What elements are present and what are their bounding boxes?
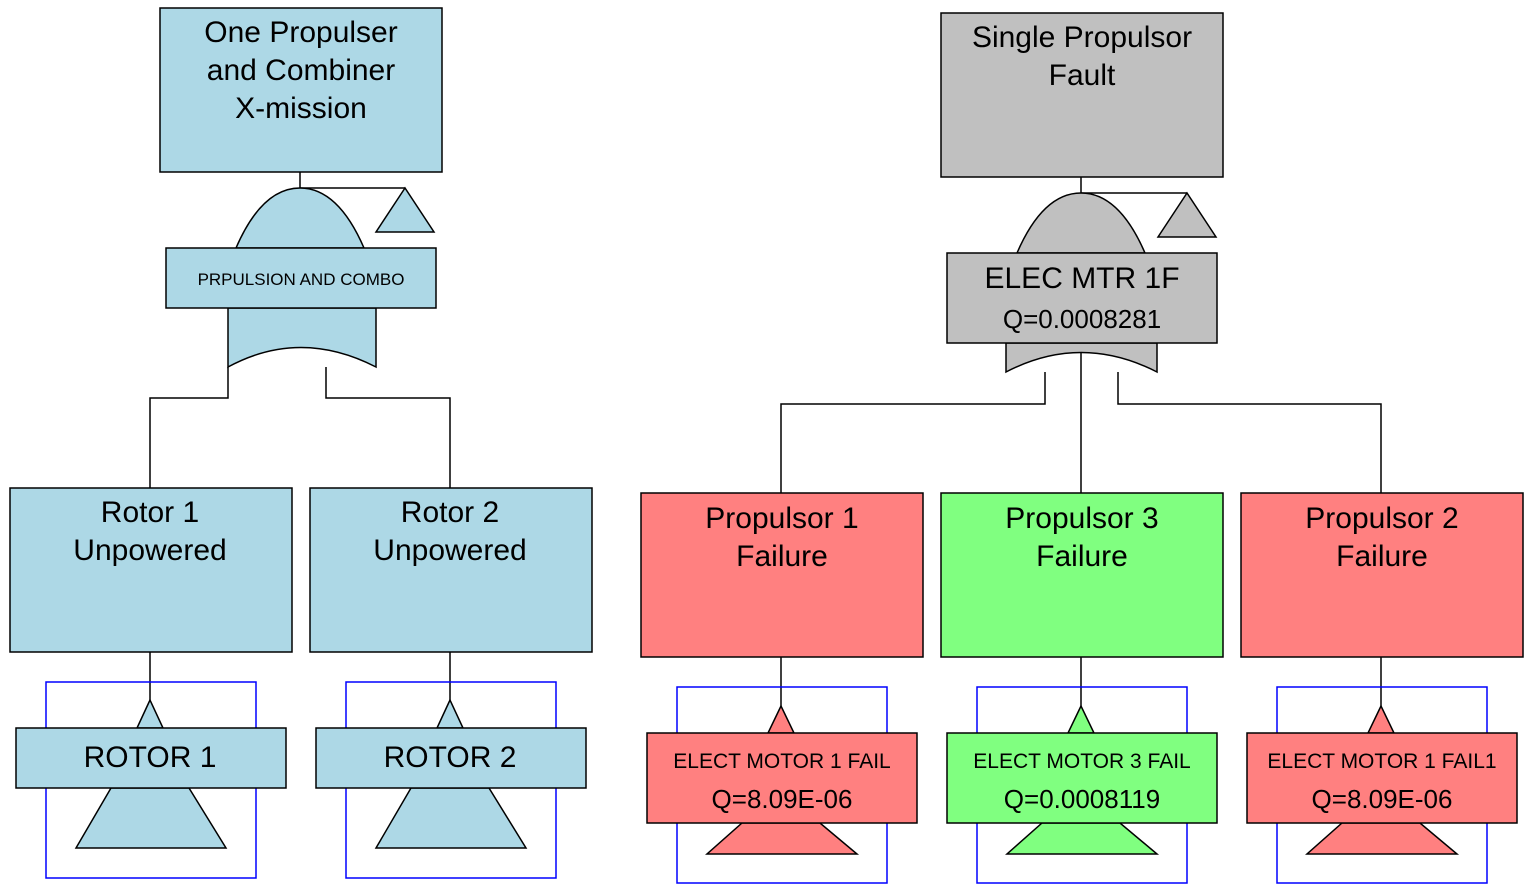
propulsor-1-line2: Failure <box>736 540 828 573</box>
propulsor-1-basic-event[interactable]: ELECT MOTOR 1 FAIL Q=8.09E-06 <box>646 686 918 884</box>
right-gate-q: Q=0.0008281 <box>1003 304 1161 334</box>
propulsor-3-q: Q=0.0008119 <box>1004 784 1160 814</box>
rotor-1-basic-event[interactable]: ROTOR 1 <box>15 681 287 879</box>
propulsor-3-event-label: ELECT MOTOR 3 FAIL <box>973 750 1190 773</box>
left-connectors <box>149 172 451 700</box>
propulsor-2-bottom-triangle-icon <box>1305 822 1460 855</box>
propulsor-2-top-triangle-icon <box>1366 704 1396 734</box>
rotor-2-bottom-triangle-icon <box>374 787 528 849</box>
left-top-event-line2: and Combiner <box>207 54 395 87</box>
left-top-event-line1: One Propulser <box>204 16 397 49</box>
rotor-1-bottom-triangle-icon <box>74 787 228 849</box>
left-top-event-line3: X-mission <box>235 92 367 125</box>
left-gate-label: PRPULSION AND COMBO <box>198 270 405 289</box>
rotor-2-event[interactable]: Rotor 2 Unpowered <box>309 487 593 653</box>
right-top-event-line2: Fault <box>1049 59 1116 92</box>
right-connectors <box>780 177 1382 706</box>
right-gate-label: ELEC MTR 1F <box>984 262 1179 295</box>
propulsor-2-event[interactable]: Propulsor 2 Failure <box>1240 492 1524 658</box>
propulsor-2-line1: Propulsor 2 <box>1305 502 1458 535</box>
rotor-1-line1: Rotor 1 <box>101 496 199 529</box>
transfer-triangle-icon <box>374 186 436 233</box>
rotor-1-line2: Unpowered <box>73 534 226 567</box>
propulsor-3-top-triangle-icon <box>1066 704 1096 734</box>
right-top-event[interactable]: Single Propulsor Fault <box>940 12 1224 178</box>
rotor-2-basic-event[interactable]: ROTOR 2 <box>315 681 587 879</box>
right-tree: Single Propulsor Fault ELEC MTR 1F Q=0.0… <box>640 12 1524 884</box>
rotor-1-top-triangle-icon <box>135 698 165 729</box>
left-or-gate-icon <box>227 187 377 369</box>
rotor-2-top-triangle-icon <box>435 698 465 729</box>
left-top-event[interactable]: One Propulser and Combiner X-mission <box>159 7 443 173</box>
propulsor-1-event[interactable]: Propulsor 1 Failure <box>640 492 924 658</box>
rotor-2-line2: Unpowered <box>373 534 526 567</box>
propulsor-2-basic-event[interactable]: ELECT MOTOR 1 FAIL1 Q=8.09E-06 <box>1246 686 1518 884</box>
propulsor-2-q: Q=8.09E-06 <box>1312 784 1453 814</box>
right-top-event-line1: Single Propulsor <box>972 21 1192 54</box>
rotor-1-event[interactable]: Rotor 1 Unpowered <box>9 487 293 653</box>
propulsor-3-line1: Propulsor 3 <box>1005 502 1158 535</box>
rotor-2-line1: Rotor 2 <box>401 496 499 529</box>
propulsor-1-q: Q=8.09E-06 <box>712 784 853 814</box>
propulsor-3-bottom-triangle-icon <box>1005 822 1160 855</box>
propulsor-2-event-label: ELECT MOTOR 1 FAIL1 <box>1267 750 1496 773</box>
rotor-1-event-label: ROTOR 1 <box>84 741 217 774</box>
propulsor-3-event[interactable]: Propulsor 3 Failure <box>940 492 1224 658</box>
left-gate-label-box[interactable]: PRPULSION AND COMBO <box>165 247 437 309</box>
right-gate-label-box[interactable]: ELEC MTR 1F Q=0.0008281 <box>946 252 1218 344</box>
left-tree: One Propulser and Combiner X-mission PRP… <box>9 7 593 879</box>
propulsor-1-top-triangle-icon <box>766 704 796 734</box>
transfer-triangle-icon <box>1156 191 1218 238</box>
right-or-gate-icon <box>1005 192 1158 374</box>
propulsor-3-line2: Failure <box>1036 540 1128 573</box>
propulsor-1-bottom-triangle-icon <box>705 822 860 855</box>
propulsor-2-line2: Failure <box>1336 540 1428 573</box>
propulsor-3-basic-event[interactable]: ELECT MOTOR 3 FAIL Q=0.0008119 <box>946 686 1218 884</box>
propulsor-1-event-label: ELECT MOTOR 1 FAIL <box>673 750 890 773</box>
propulsor-1-line1: Propulsor 1 <box>705 502 858 535</box>
rotor-2-event-label: ROTOR 2 <box>384 741 517 774</box>
